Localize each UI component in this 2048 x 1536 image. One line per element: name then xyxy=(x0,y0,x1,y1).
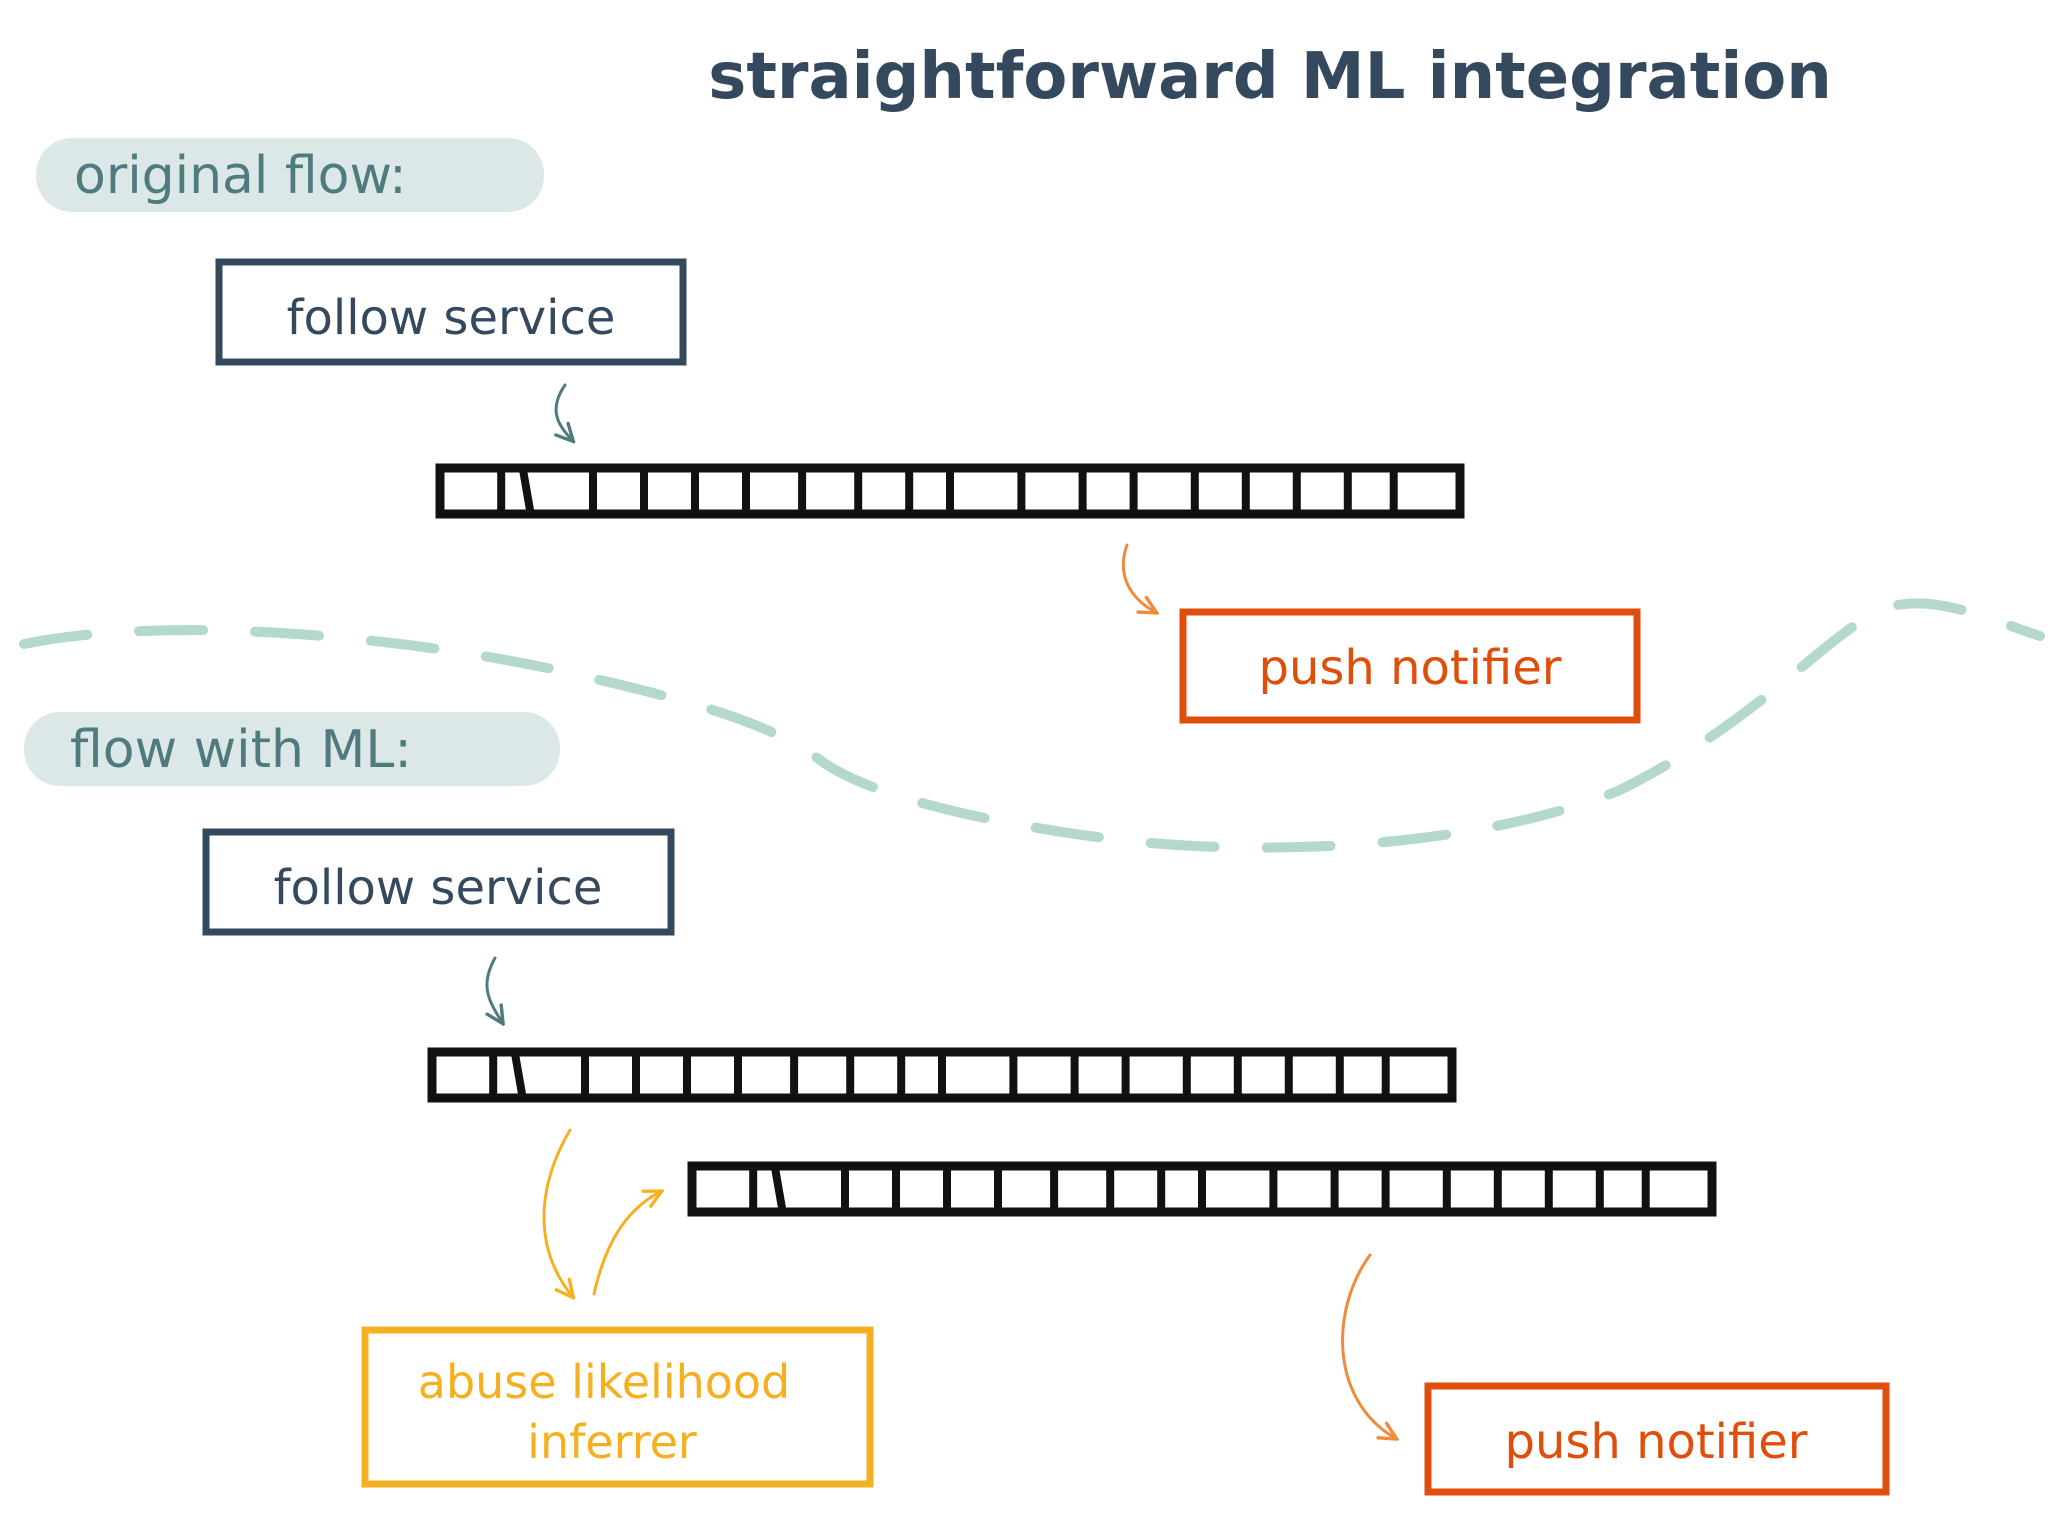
ml-follow-service-label: follow service xyxy=(274,860,603,916)
ml-arrow-to-inferrer xyxy=(542,1128,572,1296)
ml-arrow-to-queue xyxy=(487,956,502,1022)
original-follow-service-box: follow service xyxy=(215,258,687,366)
section-divider xyxy=(19,598,2045,853)
queue-slot-divider xyxy=(518,467,535,515)
original-flow-label-highlight xyxy=(36,138,544,212)
ml-output-queue-slots xyxy=(749,1165,1650,1213)
ml-follow-service-box: follow service xyxy=(202,828,675,936)
original-push-notifier-label: push notifier xyxy=(1258,640,1561,696)
ml-flow-label-highlight xyxy=(24,712,560,786)
queue-slot-divider xyxy=(510,1051,527,1099)
original-queue-slots xyxy=(497,467,1398,515)
ml-push-notifier-box: push notifier xyxy=(1424,1382,1890,1496)
ml-flow-label: flow with ML: xyxy=(70,720,412,780)
queue-slot-divider xyxy=(770,1165,787,1213)
ml-arrow-to-push xyxy=(1341,1253,1395,1438)
original-follow-service-label: follow service xyxy=(287,290,616,346)
ml-arrow-from-inferrer xyxy=(592,1192,660,1296)
ml-input-queue-slots xyxy=(489,1051,1390,1099)
original-flow-label: original flow: xyxy=(74,146,407,206)
abuse-inferrer-label-line1: abuse likelihood xyxy=(418,1355,791,1409)
original-queue xyxy=(435,463,1465,519)
original-arrow-to-push xyxy=(1121,543,1155,612)
abuse-inferrer-box: abuse likelihood inferrer xyxy=(361,1326,874,1488)
abuse-inferrer-label-line2: inferrer xyxy=(527,1415,697,1469)
ml-output-queue xyxy=(687,1161,1717,1217)
original-push-notifier-box: push notifier xyxy=(1179,608,1641,724)
ml-input-queue xyxy=(427,1047,1457,1103)
original-arrow-to-queue xyxy=(556,383,572,440)
diagram-title: straightforward ML integration xyxy=(708,40,1832,114)
ml-push-notifier-label: push notifier xyxy=(1504,1414,1807,1470)
